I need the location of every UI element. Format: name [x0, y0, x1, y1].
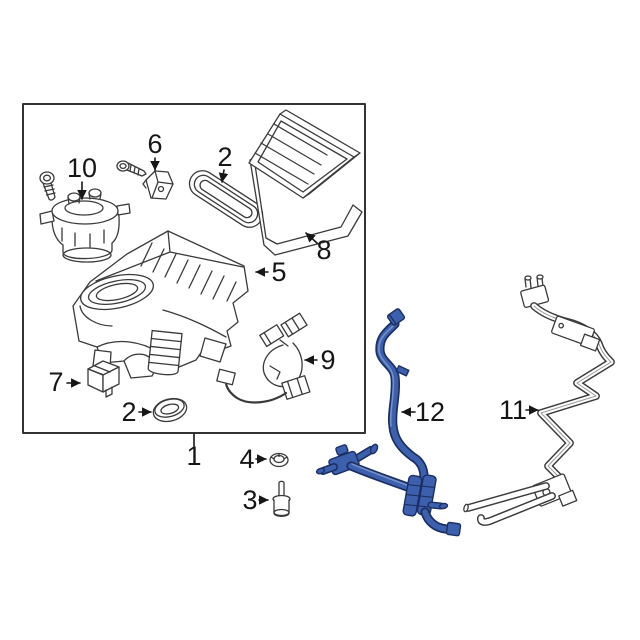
part-9-harness-drawing [216, 312, 311, 404]
callout-4-label: 4 [239, 444, 254, 474]
callout-2-lower-label: 2 [121, 397, 136, 427]
callout-4: 4 [239, 444, 267, 474]
callout-3-label: 3 [242, 485, 257, 515]
callout-11-label: 11 [499, 395, 527, 425]
part-4-nut-drawing [269, 452, 289, 468]
part-8-heater-core-drawing [248, 109, 363, 256]
callout-5: 5 [255, 257, 287, 287]
callout-10-label: 10 [67, 153, 97, 183]
part-5-housing-drawing [72, 230, 249, 379]
callout-10: 10 [67, 153, 97, 200]
callout-11: 11 [499, 395, 539, 425]
callout-9-label: 9 [320, 345, 335, 375]
callout-2-upper-label: 2 [217, 142, 232, 172]
callout-2-lower: 2 [121, 397, 152, 427]
part-2-seal-drawing [188, 170, 264, 228]
part-2-grommet-drawing [152, 397, 188, 423]
callout-8: 8 [305, 232, 332, 265]
callout-2-upper: 2 [217, 142, 233, 183]
callout-7: 7 [48, 367, 81, 397]
part-3-stud-drawing [272, 480, 291, 518]
callout-5-label: 5 [271, 257, 286, 287]
callout-1: 1 [186, 433, 202, 471]
callout-3: 3 [242, 485, 269, 515]
callout-1-label: 1 [186, 441, 201, 471]
callout-6: 6 [147, 129, 163, 171]
part-6-actuator-drawing [116, 160, 174, 200]
part-10-blower-motor-drawing [39, 188, 131, 263]
part-11-tube-assembly-drawing [463, 274, 615, 526]
part-7-resistor-drawing [87, 360, 120, 398]
part-12-hose-assembly-highlighted-drawing [315, 308, 462, 537]
callouts: 10 6 2 8 5 7 2 9 [48, 129, 539, 515]
callout-8-label: 8 [316, 235, 331, 265]
callout-9: 9 [304, 345, 336, 375]
callout-12-label: 12 [415, 397, 445, 427]
callout-6-label: 6 [147, 129, 162, 159]
screw-icon [39, 171, 56, 201]
callout-12: 12 [401, 397, 445, 427]
callout-7-label: 7 [48, 367, 63, 397]
